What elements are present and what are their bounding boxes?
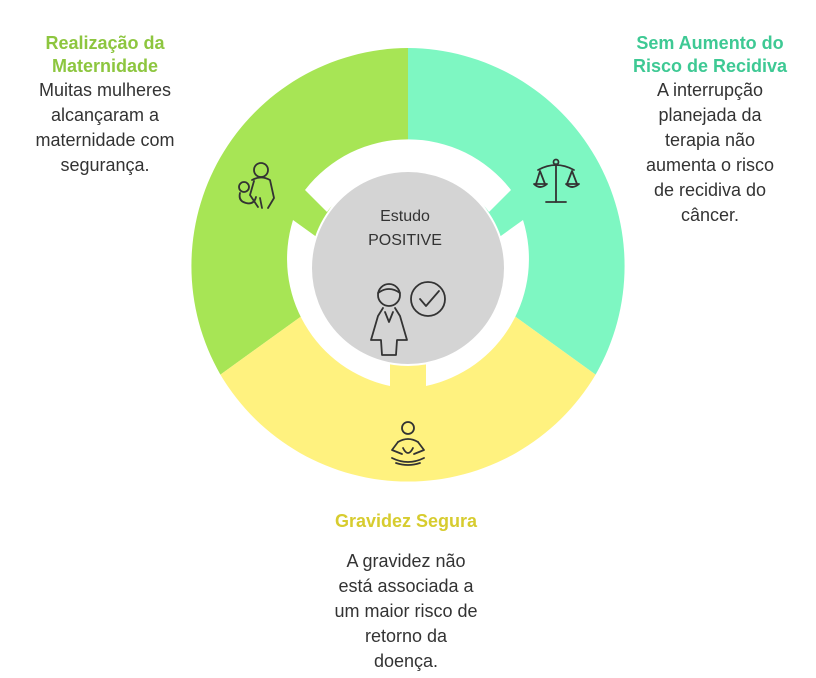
segment-bottom-yellow (220, 302, 596, 482)
segment-left-green (191, 48, 408, 375)
desc-gravidez-segura: A gravidez não está associada a um maior… (334, 551, 478, 671)
center-line-2: POSITIVE (368, 232, 442, 249)
woman-checkmark-icon (370, 281, 446, 356)
center-line-1: Estudo (380, 208, 430, 225)
mother-baby-icon (238, 162, 275, 209)
text-block-bottom: Gravidez Segura A gravidez não está asso… (296, 510, 516, 674)
center-label: Estudo POSITIVE (330, 205, 480, 253)
desc-realizacao-maternidade: Muitas mulheres alcançaram a maternidade… (35, 80, 175, 175)
title-gravidez-segura: Gravidez Segura (334, 511, 478, 531)
center-circle (310, 170, 506, 366)
title-realizacao-maternidade: Realização da Maternidade (45, 33, 165, 76)
text-block-right: Sem Aumento do Risco de Recidiva A inter… (612, 32, 808, 228)
segment-right-teal (408, 48, 625, 375)
meditation-icon (391, 421, 425, 466)
title-sem-aumento-risco: Sem Aumento do Risco de Recidiva (632, 33, 788, 76)
inner-band-top (305, 139, 511, 212)
desc-sem-aumento-risco: A interrupção planejada da terapia não a… (645, 80, 775, 225)
text-block-left: Realização da Maternidade Muitas mulhere… (14, 32, 196, 178)
balance-scale-icon (533, 158, 580, 203)
